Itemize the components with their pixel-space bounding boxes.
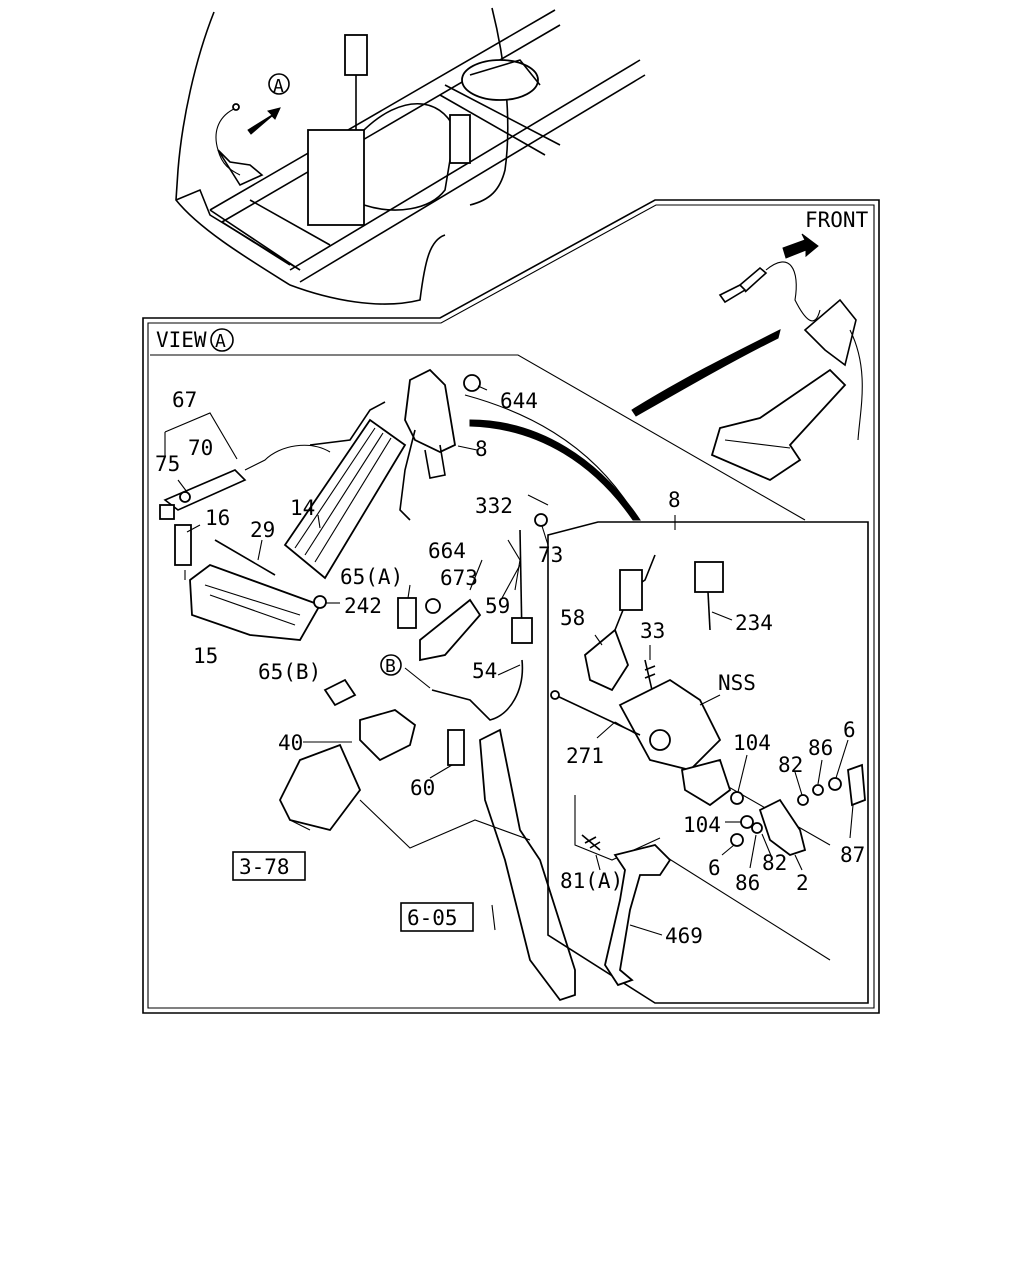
main-pedal-assembly bbox=[159, 368, 641, 1002]
label-86-lower: 86 bbox=[735, 871, 760, 895]
view-a-circle-letter: A bbox=[215, 331, 226, 352]
label-16: 16 bbox=[205, 506, 230, 530]
view-a-frame: VIEW A bbox=[142, 199, 880, 1014]
detail-inset-8 bbox=[547, 521, 869, 1004]
vehicle-frame-overview: A bbox=[175, 7, 646, 305]
label-8-top: 8 bbox=[475, 437, 488, 461]
label-29: 29 bbox=[250, 518, 275, 542]
label-70: 70 bbox=[188, 436, 213, 460]
leader-lines bbox=[164, 385, 854, 936]
label-59: 59 bbox=[485, 594, 510, 618]
label-644: 644 bbox=[500, 389, 538, 413]
label-54: 54 bbox=[472, 659, 497, 683]
label-234: 234 bbox=[735, 611, 773, 635]
label-82-lower: 82 bbox=[762, 851, 787, 875]
label-2: 2 bbox=[796, 871, 809, 895]
label-332: 332 bbox=[475, 494, 513, 518]
label-87: 87 bbox=[840, 843, 865, 867]
label-86-upper: 86 bbox=[808, 736, 833, 760]
label-104-upper: 104 bbox=[733, 731, 771, 755]
label-8-inset: 8 bbox=[668, 488, 681, 512]
label-60: 60 bbox=[410, 776, 435, 800]
label-58: 58 bbox=[560, 606, 585, 630]
label-82-upper: 82 bbox=[778, 753, 803, 777]
ref-box-6-05 bbox=[400, 902, 474, 932]
label-33: 33 bbox=[640, 619, 665, 643]
front-label: FRONT bbox=[805, 208, 869, 232]
label-104-lower: 104 bbox=[683, 813, 721, 837]
label-6-lower: 6 bbox=[708, 856, 721, 880]
label-65a: 65(A) bbox=[340, 565, 403, 589]
callout-labels: 644 67 70 75 8 16 14 29 332 73 664 65(A)… bbox=[155, 388, 865, 948]
label-65b: 65(B) bbox=[258, 660, 321, 684]
label-673: 673 bbox=[440, 566, 478, 590]
circle-b-letter: B bbox=[385, 656, 396, 677]
label-664: 664 bbox=[428, 539, 466, 563]
label-242: 242 bbox=[344, 594, 382, 618]
circle-b-icon bbox=[380, 654, 402, 676]
label-15: 15 bbox=[193, 644, 218, 668]
label-14: 14 bbox=[290, 496, 315, 520]
front-arrow-icon bbox=[782, 233, 819, 259]
label-40: 40 bbox=[278, 731, 303, 755]
label-75: 75 bbox=[155, 452, 180, 476]
view-a-label: VIEW bbox=[156, 328, 207, 352]
label-nss: NSS bbox=[718, 671, 756, 695]
label-271: 271 bbox=[566, 744, 604, 768]
label-469: 469 bbox=[665, 924, 703, 948]
front-pedal-assembly: FRONT bbox=[631, 208, 869, 482]
label-81a: 81(A) bbox=[560, 869, 623, 893]
label-6-upper: 6 bbox=[843, 718, 856, 742]
ref-box-3-78 bbox=[232, 851, 306, 881]
label-3-78: 3-78 bbox=[239, 855, 290, 879]
circle-a-top-label: A bbox=[273, 76, 284, 97]
label-67: 67 bbox=[172, 388, 197, 412]
label-6-05: 6-05 bbox=[407, 906, 458, 930]
label-73: 73 bbox=[538, 543, 563, 567]
